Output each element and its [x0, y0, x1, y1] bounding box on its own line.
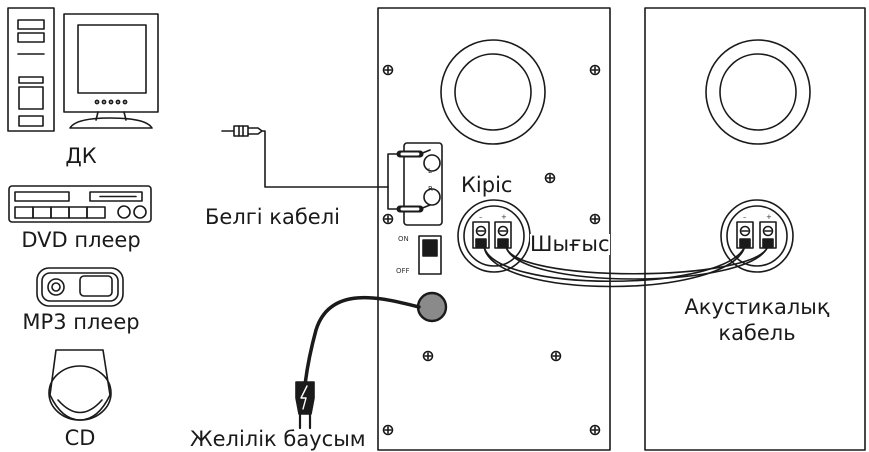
mp3-player-icon [36, 267, 124, 307]
output-label: Шығыс [530, 232, 610, 256]
dvd-player-icon [8, 185, 152, 223]
rca-input-panel [403, 142, 443, 226]
speaker-port-icon [440, 39, 546, 145]
active-speaker [377, 7, 611, 451]
pc-label: ДК [65, 144, 97, 168]
switch-on-mark: ON [398, 235, 409, 243]
speaker-cable-label-line1: Акустикалық [684, 295, 830, 319]
power-switch-icon [418, 235, 442, 275]
rca-connector-icon [396, 149, 431, 213]
cd-label: CD [64, 426, 96, 450]
rca-plug-icon [221, 125, 263, 137]
signal-cable-label: Белгі кабелі [205, 205, 340, 229]
power-plug-icon [295, 381, 315, 430]
passive-minus-mark: – [743, 213, 747, 221]
switch-off-mark: OFF [396, 267, 410, 275]
output-minus-mark: – [479, 213, 483, 221]
rca-right-mark: R [428, 185, 433, 193]
speaker-cable-label-line2: кабель [718, 321, 796, 345]
speaker-cable [483, 245, 769, 288]
dvd-label: DVD плеер [21, 228, 141, 252]
signal-cable [221, 125, 411, 210]
passive-speaker [644, 7, 866, 451]
power-knob-icon [416, 291, 448, 323]
power-cord [295, 295, 421, 430]
screw-icon [382, 64, 601, 436]
speaker-port-icon [705, 39, 811, 145]
input-terminal-icon [720, 199, 794, 273]
pc-icon [7, 7, 159, 132]
mp3-label: MP3 плеер [22, 310, 140, 334]
input-label: Кіріс [461, 173, 513, 197]
cd-icon [48, 349, 112, 421]
rca-left-mark: L [428, 167, 432, 175]
output-plus-mark: + [501, 213, 507, 221]
power-label: Желілік баусым [190, 427, 366, 451]
passive-plus-mark: + [766, 213, 772, 221]
